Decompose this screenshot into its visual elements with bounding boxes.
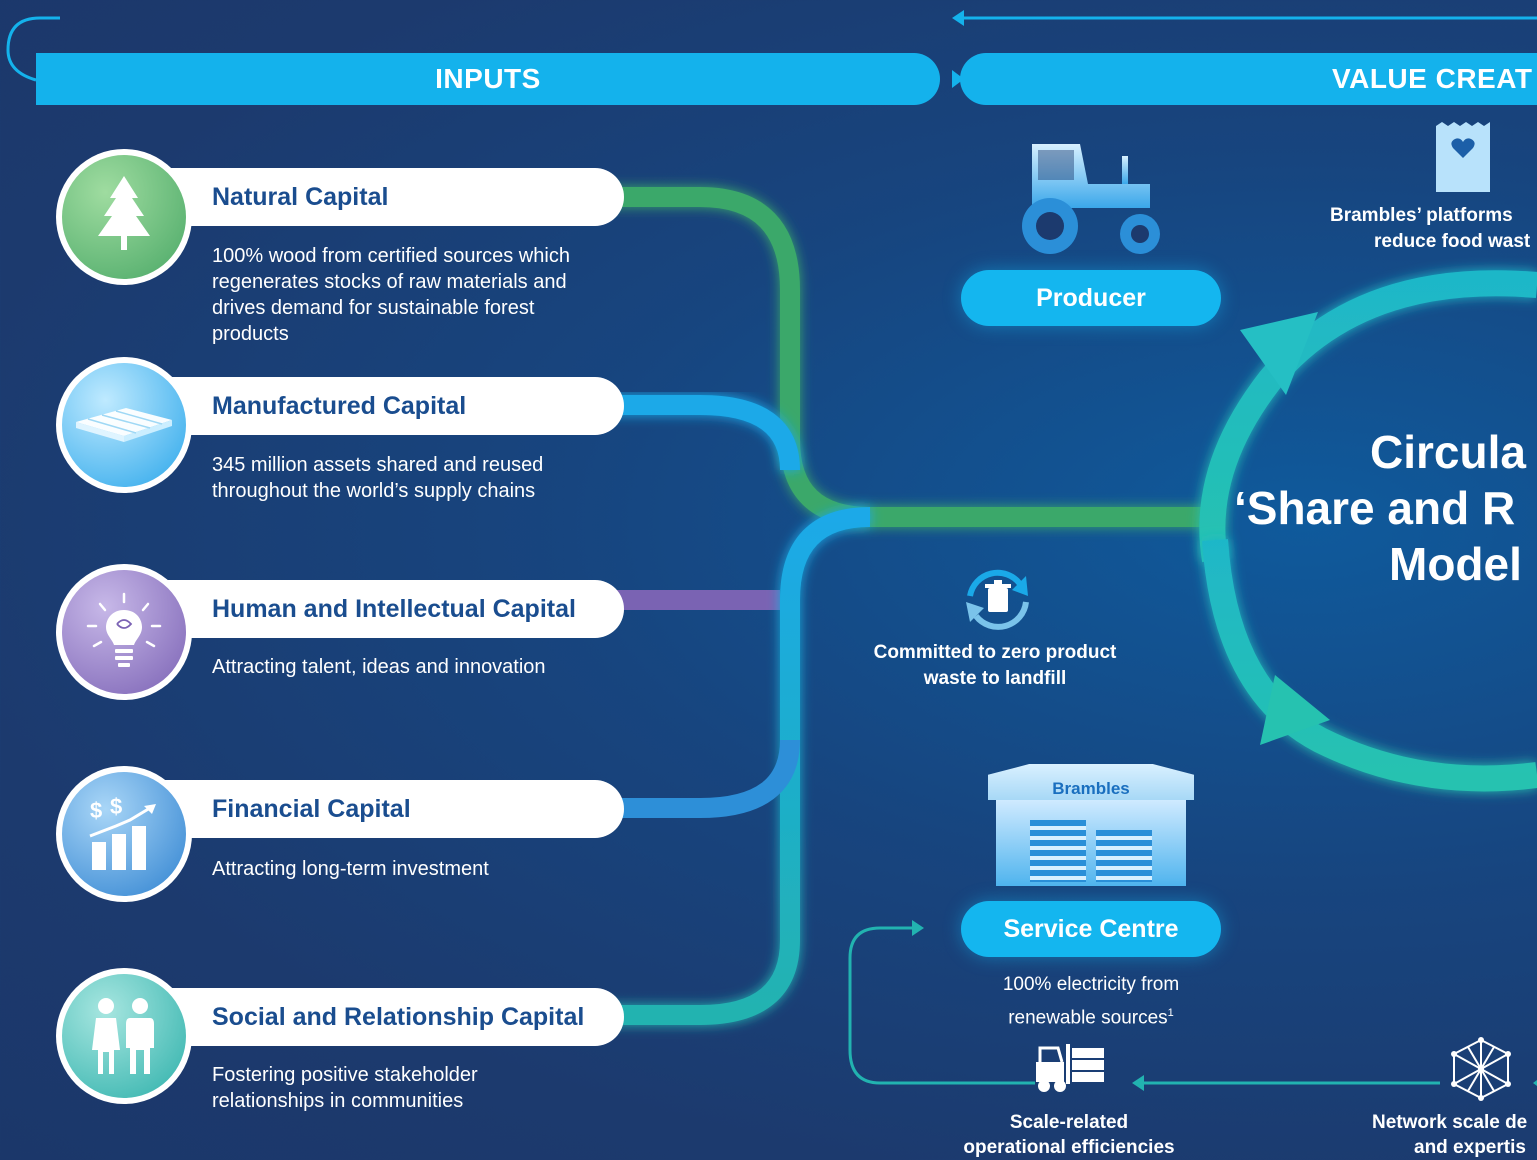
tree-icon xyxy=(98,176,150,250)
food-waste-caption: Brambles’ platforms reduce food wast xyxy=(1330,203,1537,255)
svg-text:$: $ xyxy=(90,798,102,823)
manufactured-capital-description: 345 million assets shared and reused thr… xyxy=(212,454,544,502)
circular-model-title: Circula ‘Share and R Model xyxy=(1232,424,1537,592)
circular-title-line1: Circula xyxy=(1370,426,1526,478)
inputs-header-label: INPUTS xyxy=(435,63,541,94)
efficiency-loop-line xyxy=(848,926,1035,1085)
service-centre-node: Service Centre xyxy=(961,901,1221,957)
header-chevron xyxy=(952,70,964,88)
top-left-curve xyxy=(6,16,60,82)
financial-capital-pill: Financial Capital xyxy=(130,780,624,838)
lightbulb-icon xyxy=(86,592,162,667)
network-caption-line2: and expertis xyxy=(1414,1137,1526,1158)
network-caption: Network scale de and expertis xyxy=(1372,1110,1537,1160)
growth-chart-icon: $ $ xyxy=(89,796,156,870)
receipt-heart-icon xyxy=(1436,122,1490,192)
inputs-header-bar: INPUTS xyxy=(36,53,940,105)
human-capital-description: Attracting talent, ideas and innovation xyxy=(212,656,546,678)
value-creation-header-label: VALUE CREAT xyxy=(1332,63,1533,94)
social-capital-title: Social and Relationship Capital xyxy=(212,1002,585,1031)
people-icon xyxy=(92,998,154,1074)
circular-title-line2: ‘Share and R xyxy=(1234,482,1516,534)
human-capital-pill: Human and Intellectual Capital xyxy=(130,580,624,638)
producer-label: Producer xyxy=(1036,283,1146,312)
recycle-bin-icon xyxy=(966,569,1029,630)
natural-stream xyxy=(600,187,1220,527)
financial-capital-description: Attracting long-term investment xyxy=(212,858,489,880)
pallet-icon xyxy=(76,408,172,442)
network-to-efficiency-arrowhead xyxy=(1132,1075,1144,1091)
zero-waste-caption: Committed to zero product waste to landf… xyxy=(873,642,1117,689)
value-creation-header-bar: VALUE CREAT xyxy=(960,53,1537,105)
efficiencies-caption: Scale-related operational efficiencies xyxy=(940,1110,1198,1160)
top-return-arrowhead xyxy=(952,10,964,26)
circular-title-line3: Model xyxy=(1389,538,1522,590)
network-right-arrowhead xyxy=(1533,1080,1537,1086)
manufactured-capital-badge xyxy=(56,357,192,493)
vertical-blue-stream xyxy=(600,507,871,1025)
financial-capital-title: Financial Capital xyxy=(212,794,411,823)
warehouse-illustration: Brambles xyxy=(988,764,1194,886)
circular-arrowhead-bottom xyxy=(1260,675,1330,745)
efficiencies-caption-line2: operational efficiencies xyxy=(963,1137,1175,1158)
service-centre-footnote: 1 xyxy=(1167,1007,1174,1019)
circular-arc-bottom xyxy=(1202,539,1537,792)
social-capital-description: Fostering positive stakeholder relations… xyxy=(212,1064,478,1112)
human-capital-badge xyxy=(56,564,192,700)
natural-capital-badge xyxy=(56,149,192,285)
food-waste-caption-line2: reduce food wast xyxy=(1374,231,1531,252)
manufactured-capital-title: Manufactured Capital xyxy=(212,391,467,420)
social-capital-pill: Social and Relationship Capital xyxy=(130,988,624,1046)
efficiencies-caption-line1: Scale-related xyxy=(1009,1112,1129,1133)
service-centre-caption-line2: renewable sources xyxy=(1008,1007,1168,1029)
network-globe-icon xyxy=(1451,1037,1511,1101)
forklift-icon xyxy=(1036,1044,1104,1092)
producer-node: Producer xyxy=(961,270,1221,326)
warehouse-sign: Brambles xyxy=(1052,779,1130,798)
manufactured-capital-pill: Manufactured Capital xyxy=(130,377,624,435)
natural-capital-title: Natural Capital xyxy=(212,182,389,211)
financial-capital-badge: $ $ xyxy=(56,766,192,902)
svg-text:$: $ xyxy=(110,796,122,819)
human-capital-title: Human and Intellectual Capital xyxy=(212,594,576,623)
manufactured-stream xyxy=(600,395,800,471)
natural-capital-pill: Natural Capital xyxy=(130,168,624,226)
efficiency-loop-arrowhead xyxy=(912,920,924,936)
service-centre-label: Service Centre xyxy=(1003,914,1179,943)
network-caption-line1: Network scale de xyxy=(1372,1112,1528,1133)
tractor-icon xyxy=(1022,144,1160,254)
financial-stream xyxy=(600,739,800,818)
social-capital-badge xyxy=(56,968,192,1104)
service-centre-caption-line1: 100% electricity from xyxy=(1002,974,1180,995)
service-centre-caption: 100% electricity from renewable sources1 xyxy=(955,970,1227,1032)
circular-arrowhead-top xyxy=(1240,312,1318,395)
natural-capital-description: 100% wood from certified sources which r… xyxy=(212,245,570,345)
food-waste-caption-line1: Brambles’ platforms xyxy=(1330,205,1513,226)
